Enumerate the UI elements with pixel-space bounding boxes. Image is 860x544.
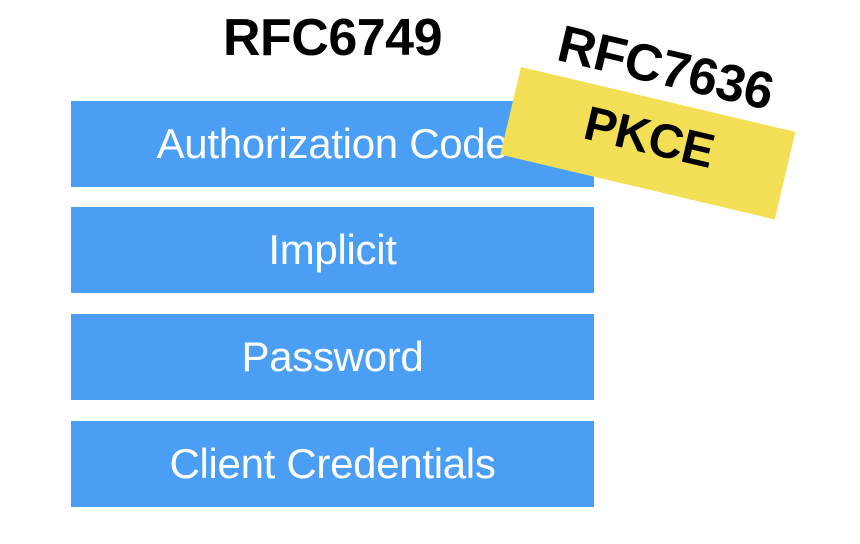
grant-type-label: Password xyxy=(241,333,424,380)
pkce-extension-sticker[interactable]: RFC7636 PKCE xyxy=(500,15,796,220)
base-spec-title: RFC6749 xyxy=(222,9,443,67)
grant-type-bar-client-credentials[interactable]: Client Credentials xyxy=(71,421,594,507)
grant-type-label: Implicit xyxy=(268,226,397,273)
grant-type-label: Client Credentials xyxy=(169,440,496,487)
grant-type-bar-password[interactable]: Password xyxy=(71,314,594,400)
grant-type-label: Authorization Code xyxy=(156,120,509,167)
grant-type-bar-implicit[interactable]: Implicit xyxy=(71,207,594,293)
